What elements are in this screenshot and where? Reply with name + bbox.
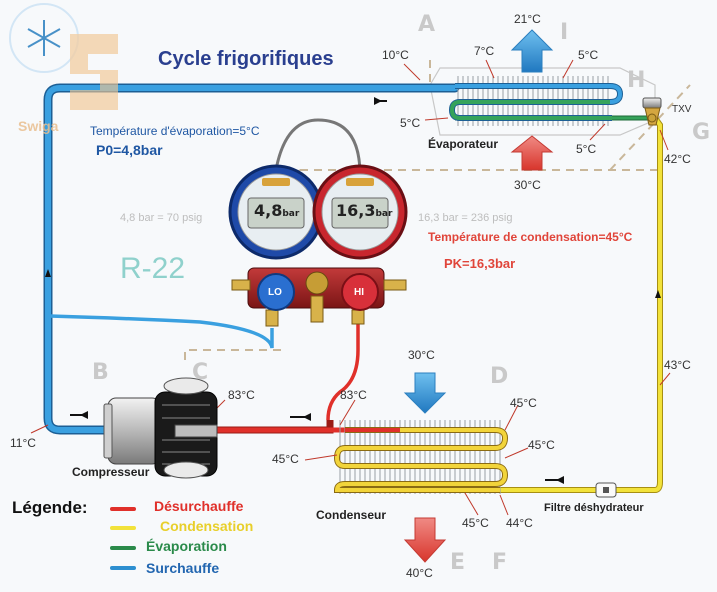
point-e: E xyxy=(450,550,466,575)
low-pressure-hose xyxy=(49,314,274,349)
legend-title: Légende: xyxy=(12,498,88,517)
condensation-pressure: PK=16,3bar xyxy=(444,256,516,271)
temp-cond-inlet: 83°C xyxy=(340,388,367,402)
temp-evap-air-in: 30°C xyxy=(514,178,541,192)
condenser-coil xyxy=(333,420,509,494)
evaporation-pressure: P0=4,8bar xyxy=(96,142,163,158)
txv-valve xyxy=(642,97,662,126)
high-pressure-equivalence: 16,3 bar = 236 psig xyxy=(418,212,513,224)
temperature-pointers xyxy=(30,59,671,516)
point-c: C xyxy=(192,360,209,385)
air-arrow-cond-in xyxy=(403,372,447,414)
temp-evap-air-out: 21°C xyxy=(514,12,541,26)
air-arrow-evap-in xyxy=(510,135,554,171)
high-pressure-hose xyxy=(326,318,360,421)
condensation-temperature: Température de condensation=45°C xyxy=(428,230,633,244)
point-g: G xyxy=(692,120,711,145)
temp-cond-air-out: 40°C xyxy=(406,566,433,580)
temp-cond-right-1: 45°C xyxy=(510,396,537,410)
temp-discharge: 83°C xyxy=(228,388,255,402)
high-gauge-reading: 16,3bar xyxy=(336,201,393,220)
temp-evap-left: 5°C xyxy=(400,116,421,130)
evaporation-temperature: Température d'évaporation=5°C xyxy=(90,124,260,138)
point-a: A xyxy=(418,12,436,37)
evaporator-label: Évaporateur xyxy=(428,137,499,151)
temp-txv-out: 42°C xyxy=(664,152,691,166)
txv-label: TXV xyxy=(672,104,692,115)
watermark-logo xyxy=(9,3,118,110)
air-arrow-evap-out xyxy=(510,29,554,73)
temp-evap-bottom: 5°C xyxy=(576,142,597,156)
compressor xyxy=(103,377,218,479)
temp-suction-in: 11°C xyxy=(10,436,36,450)
legend-item-superheat: Surchauffe xyxy=(146,560,220,576)
temp-evap-right: 5°C xyxy=(578,48,599,62)
point-d: D xyxy=(490,364,509,389)
legend-item-desuperheat: Désurchauffe xyxy=(154,498,244,514)
suction-line xyxy=(43,83,460,435)
filter-drier xyxy=(595,482,617,498)
point-f: F xyxy=(492,550,508,575)
compressor-label: Compresseur xyxy=(72,465,150,479)
refrigerant-label: R-22 xyxy=(120,252,186,285)
temp-cond-bottom-1: 45°C xyxy=(462,516,489,530)
temp-cond-bottom-2: 44°C xyxy=(506,516,533,530)
point-h: H xyxy=(627,68,646,93)
filter-drier-label: Filtre déshydrateur xyxy=(544,502,644,514)
watermark-text: Swiga xyxy=(18,118,59,134)
temp-evap-top: 7°C xyxy=(474,44,495,58)
legend-item-condensation: Condensation xyxy=(160,518,254,534)
temp-cond-left: 45°C xyxy=(272,452,299,466)
temp-cond-air-in: 30°C xyxy=(408,348,435,362)
low-gauge-reading: 4,8bar xyxy=(254,201,300,220)
diagram-title: Cycle frigorifiques xyxy=(158,48,334,70)
condenser-label: Condenseur xyxy=(316,508,387,522)
temp-cond-right-2: 45°C xyxy=(528,438,555,452)
low-pressure-equivalence: 4,8 bar = 70 psig xyxy=(120,212,203,224)
manifold-gauge-set xyxy=(228,118,408,327)
high-knob-label: HI xyxy=(354,287,364,298)
air-arrow-cond-out xyxy=(403,517,447,563)
point-i: I xyxy=(560,20,569,45)
legend-swatches xyxy=(110,507,136,570)
low-knob-label: LO xyxy=(268,287,282,298)
liquid-line xyxy=(500,116,663,493)
temp-liquid-line: 43°C xyxy=(664,358,691,372)
legend-item-evaporation: Évaporation xyxy=(146,538,227,554)
temp-evap-outlet: 10°C xyxy=(382,48,409,62)
evaporator-coil xyxy=(448,76,624,126)
point-b: B xyxy=(92,360,109,385)
